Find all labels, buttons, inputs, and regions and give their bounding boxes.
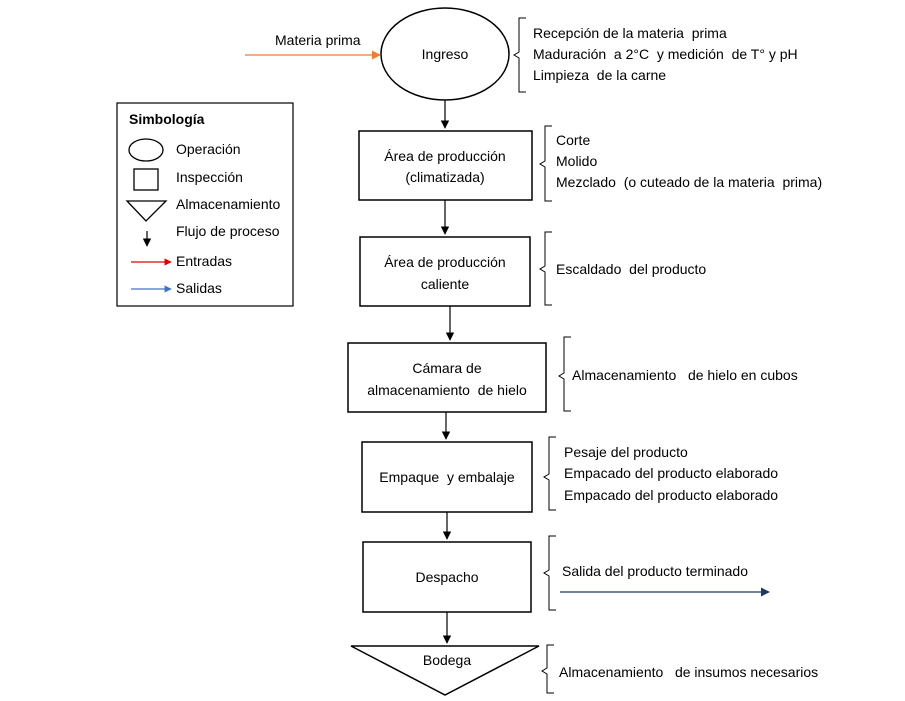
despacho-label: Despacho [415,569,478,585]
ingreso-label: Ingreso [422,46,469,62]
empaque-brace [543,436,556,511]
ingreso-detail-2: Maduración a 2°C y medición de T° y pH [533,46,798,62]
legend-input-label: Entradas [176,253,232,269]
camara-detail-1: Almacenamiento de hielo en cubos [572,367,798,383]
ingreso-detail-1: Recepción de la materia prima [533,25,727,41]
ingreso-brace [513,17,526,93]
despacho-brace [543,535,556,611]
bodega-triangle [350,645,540,696]
camara-label-2: almacenamiento de hielo [367,382,527,398]
bodega-detail-1: Almacenamiento de insumos necesarios [559,664,818,680]
area-climatizada-brace [539,125,552,202]
legend-storage-icon [125,200,168,222]
area-climatizada-label-1: Área de producción [384,148,505,164]
area-climatizada-label-2: (climatizada) [405,169,484,185]
legend-title: Simbología [129,111,205,127]
area-climatizada-detail-2: Molido [556,153,597,169]
empaque-box [361,441,533,513]
legend-operation-label: Operación [176,141,241,157]
camara-label-1: Cámara de [412,360,481,376]
empaque-label: Empaque y embalaje [379,469,515,485]
area-climatizada-box [358,130,533,201]
bodega-label: Bodega [423,652,471,668]
area-caliente-label-2: caliente [421,276,469,292]
legend-operation-icon [128,138,164,162]
despacho-detail-1: Salida del producto terminado [562,563,748,579]
camara-brace [558,336,571,412]
empaque-detail-3: Empacado del producto elaborado [564,487,778,503]
legend-inspection-label: Inspección [176,169,243,185]
ingreso-detail-3: Limpieza de la carne [533,67,666,83]
legend-flow-label: Flujo de proceso [176,223,280,239]
area-caliente-box [359,236,531,307]
area-caliente-brace [539,231,552,306]
area-caliente-label-1: Área de producción [384,254,505,270]
legend-output-label: Salidas [176,280,222,296]
input-label: Materia prima [275,32,361,48]
camara-box [347,342,547,413]
area-climatizada-detail-1: Corte [556,132,590,148]
empaque-detail-2: Empacado del producto elaborado [564,465,778,481]
legend-inspection-icon [133,168,159,191]
empaque-detail-1: Pesaje del producto [564,444,688,460]
bodega-brace [541,644,554,694]
area-caliente-detail-1: Escaldado del producto [556,261,706,277]
legend: Simbología Operación Inspección Almacena… [116,102,294,307]
area-climatizada-detail-3: Mezclado (o cuteado de la materia prima) [556,174,822,190]
legend-storage-label: Almacenamiento [176,196,280,212]
